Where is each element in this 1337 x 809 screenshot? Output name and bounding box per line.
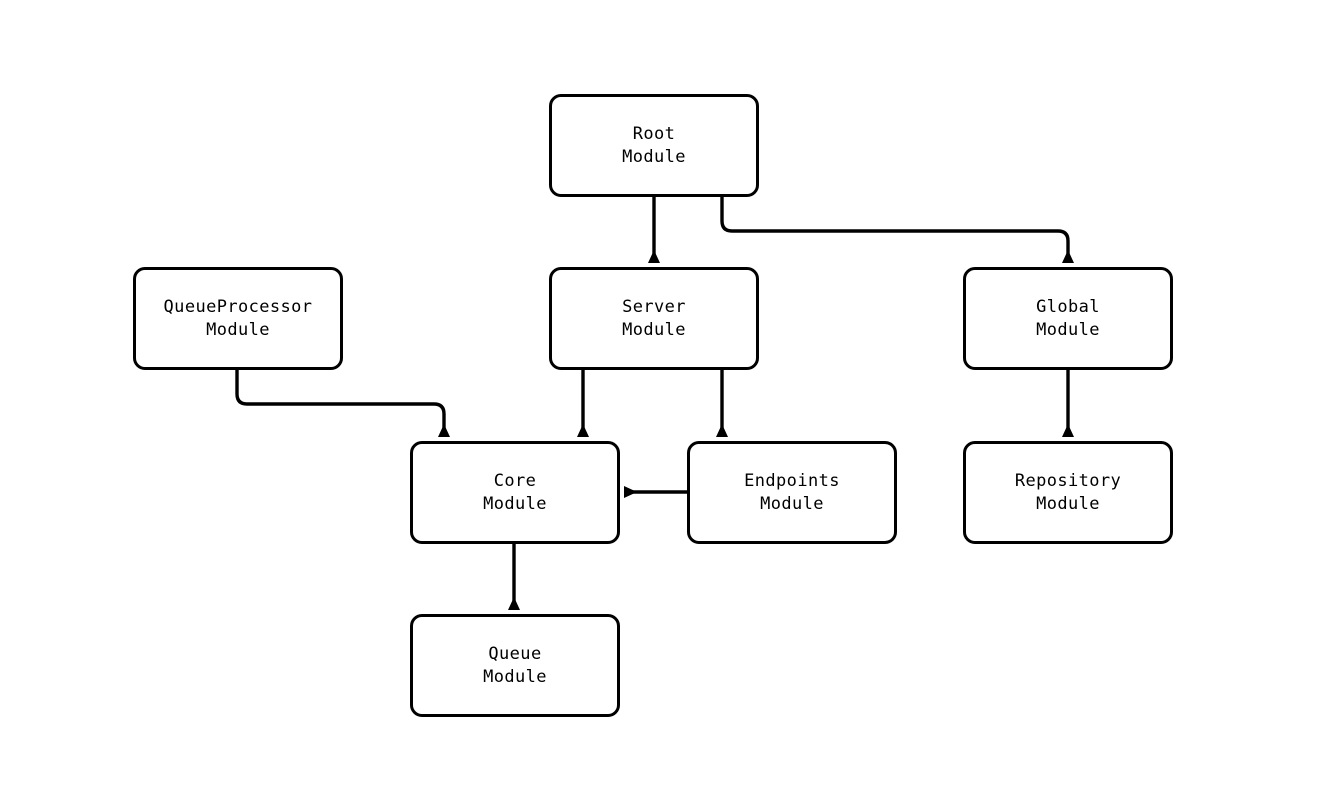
node-queue-label: Queue bbox=[488, 643, 542, 664]
edge-queueprocessor-core bbox=[235, 370, 450, 437]
node-core[interactable]: Core Module bbox=[410, 441, 620, 544]
node-queueprocessor-label: QueueProcessor bbox=[163, 296, 313, 317]
node-core-sublabel: Module bbox=[483, 493, 547, 514]
node-queue-sublabel: Module bbox=[483, 666, 547, 687]
node-endpoints-sublabel: Module bbox=[760, 493, 824, 514]
node-global[interactable]: Global Module bbox=[963, 267, 1173, 370]
edge-root-global bbox=[720, 197, 1074, 263]
node-server[interactable]: Server Module bbox=[549, 267, 759, 370]
node-queueprocessor[interactable]: QueueProcessor Module bbox=[133, 267, 343, 370]
node-queueprocessor-sublabel: Module bbox=[206, 319, 270, 340]
node-server-label: Server bbox=[622, 296, 686, 317]
node-queue[interactable]: Queue Module bbox=[410, 614, 620, 717]
node-core-label: Core bbox=[493, 470, 537, 491]
node-root-sublabel: Module bbox=[622, 146, 686, 167]
node-root[interactable]: Root Module bbox=[549, 94, 759, 197]
node-endpoints-label: Endpoints bbox=[744, 470, 840, 491]
node-server-sublabel: Module bbox=[622, 319, 686, 340]
node-repository[interactable]: Repository Module bbox=[963, 441, 1173, 544]
node-repository-label: Repository bbox=[1014, 470, 1122, 491]
node-global-label: Global bbox=[1036, 296, 1100, 317]
node-endpoints[interactable]: Endpoints Module bbox=[687, 441, 897, 544]
node-global-sublabel: Module bbox=[1036, 319, 1100, 340]
node-root-label: Root bbox=[632, 123, 676, 144]
node-repository-sublabel: Module bbox=[1036, 493, 1100, 514]
